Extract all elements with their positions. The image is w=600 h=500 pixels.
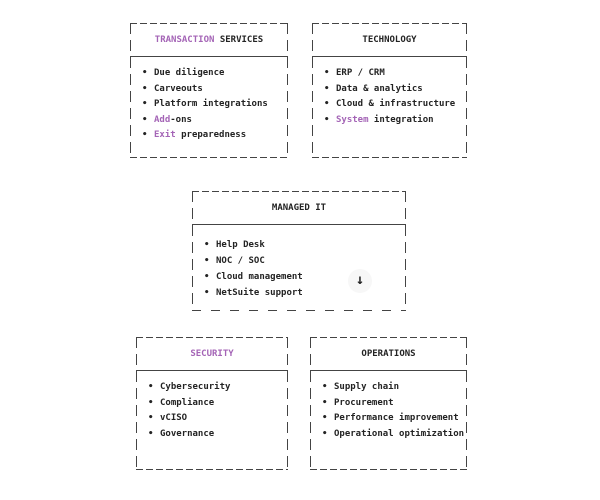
service-item: •Cloud & infrastructure xyxy=(324,97,461,113)
service-item: •Platform integrations xyxy=(142,97,282,113)
service-item-list: •Supply chain •Procurement •Performance … xyxy=(310,371,467,442)
service-item-list: •Help Desk •NOC / SOC •Cloud management … xyxy=(192,225,406,301)
service-item: •vCISO xyxy=(148,411,282,427)
bullet-icon: • xyxy=(324,114,330,125)
bullet-icon: • xyxy=(322,413,328,424)
bullet-icon: • xyxy=(142,83,148,94)
box-title: TECHNOLOGY xyxy=(312,23,467,57)
service-item: •Due diligence xyxy=(142,66,282,82)
box-title-rest: MANAGED IT xyxy=(271,203,327,213)
bullet-icon: • xyxy=(142,130,148,141)
bullet-icon: • xyxy=(324,68,330,78)
service-item: •Carveouts xyxy=(142,82,282,98)
service-item: •Exit preparedness xyxy=(142,128,282,144)
bullet-icon: • xyxy=(142,114,148,125)
box-title-rest: OPERATIONS xyxy=(361,349,416,359)
bullet-icon: • xyxy=(324,99,330,110)
service-item: •System integration xyxy=(324,113,461,129)
service-item: •Supply chain xyxy=(322,380,461,396)
bullet-icon: • xyxy=(142,99,148,110)
service-item-list: •Cybersecurity •Compliance •vCISO •Gover… xyxy=(136,371,288,442)
box-security: SECURITY •Cybersecurity •Compliance •vCI… xyxy=(136,337,288,470)
service-item: •Add-ons xyxy=(142,113,282,129)
box-title: MANAGED IT xyxy=(192,191,406,225)
bullet-icon: • xyxy=(204,272,210,282)
service-item-list: •Due diligence •Carveouts •Platform inte… xyxy=(130,57,288,144)
box-title: OPERATIONS xyxy=(310,337,467,371)
bullet-icon: • xyxy=(322,428,328,439)
service-item: •Operational optimization xyxy=(322,427,464,443)
bullet-icon: • xyxy=(322,382,328,392)
bullet-icon: • xyxy=(324,83,330,94)
bullet-icon: • xyxy=(148,382,154,392)
service-item: •Governance xyxy=(148,427,282,443)
box-title: TRANSACTION SERVICES xyxy=(130,23,288,57)
service-item: •Data & analytics xyxy=(324,82,461,98)
box-operations: OPERATIONS •Supply chain •Procurement •P… xyxy=(310,337,467,470)
service-item: •NOC / SOC xyxy=(204,253,400,269)
bullet-icon: • xyxy=(204,256,210,266)
service-item-list: •ERP / CRM •Data & analytics •Cloud & in… xyxy=(312,57,467,128)
service-item: •Cybersecurity xyxy=(148,380,282,396)
box-managed-it: MANAGED IT •Help Desk •NOC / SOC •Cloud … xyxy=(192,191,406,311)
service-item: •NetSuite support xyxy=(204,285,400,301)
bullet-icon: • xyxy=(204,240,210,250)
box-title-rest: SERVICES xyxy=(214,35,264,45)
bullet-icon: • xyxy=(204,288,210,298)
box-title: SECURITY xyxy=(136,337,288,371)
box-transaction-services: TRANSACTION SERVICES •Due diligence •Car… xyxy=(130,23,288,158)
bullet-icon: • xyxy=(148,428,154,439)
bullet-icon: • xyxy=(148,413,154,424)
bullet-icon: • xyxy=(142,68,148,78)
bullet-icon: • xyxy=(148,397,154,408)
service-item: •Performance improvement xyxy=(322,411,461,427)
service-item: •Compliance xyxy=(148,396,282,412)
service-item: •ERP / CRM xyxy=(324,66,461,82)
service-item: •Help Desk xyxy=(204,237,400,253)
box-title-accent: TRANSACTION xyxy=(154,35,215,45)
box-title-accent: SECURITY xyxy=(190,349,234,359)
box-title-rest: TECHNOLOGY xyxy=(362,35,417,45)
service-item: •Cloud management xyxy=(204,269,400,285)
service-item: •Procurement xyxy=(322,396,461,412)
bullet-icon: • xyxy=(322,397,328,408)
down-arrow-icon: ↓ xyxy=(348,269,372,293)
box-technology: TECHNOLOGY •ERP / CRM •Data & analytics … xyxy=(312,23,467,158)
